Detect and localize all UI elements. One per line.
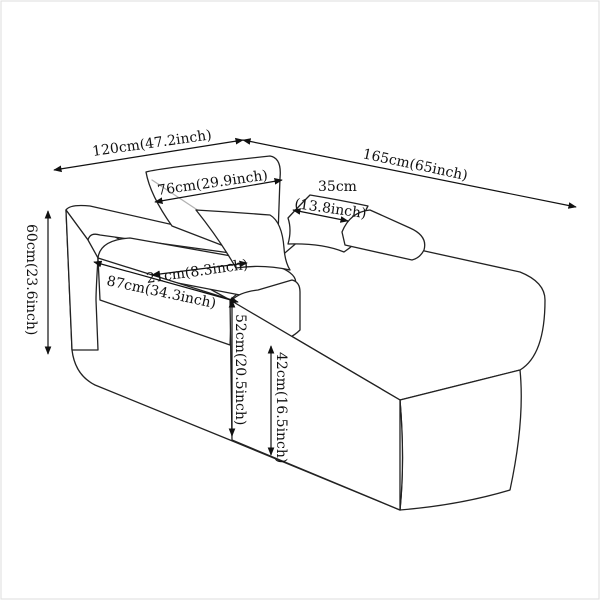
dimension-lines	[44, 137, 577, 456]
label-seat-height: 42cm(16.5inch)	[273, 352, 289, 463]
label-pillow-a: 35cm	[318, 179, 357, 195]
chaise-block	[229, 239, 546, 401]
label-arm-height: 52cm(20.5inch)	[232, 314, 248, 425]
dim-pillow-line	[292, 208, 349, 223]
right-bolster	[341, 209, 426, 261]
label-depth: 165cm(65inch)	[361, 146, 469, 184]
dim-seat-depth-line	[93, 260, 239, 304]
label-width-back: 120cm(47.2inch)	[91, 127, 212, 160]
label-back-height: 60cm(23.6inch)	[23, 224, 39, 335]
dim-cushion-line	[154, 177, 283, 205]
dim-width-back-line	[53, 137, 244, 173]
sofa-body	[65, 204, 546, 511]
center-pillow	[195, 209, 291, 271]
dim-depth-line	[242, 138, 577, 209]
